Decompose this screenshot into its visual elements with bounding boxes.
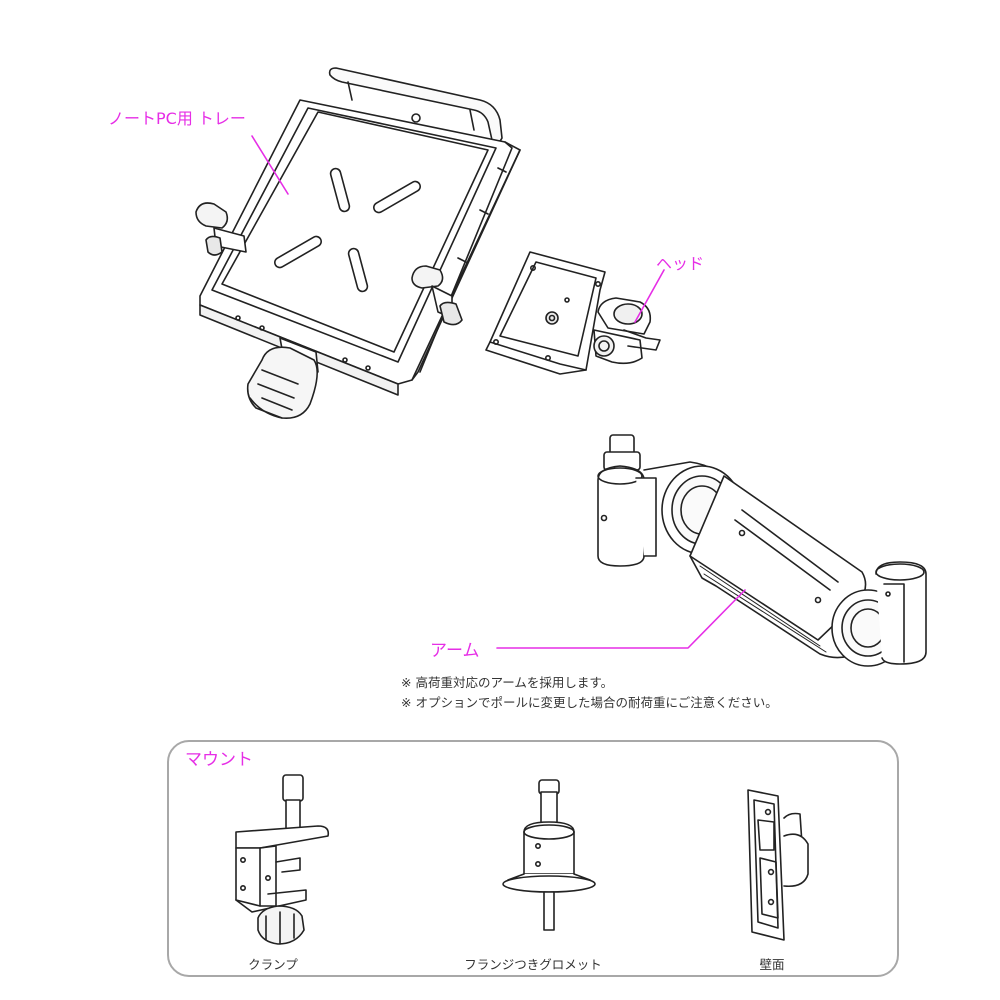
mount-wall-label: 壁面 (759, 957, 785, 972)
mount-clamp-label: クランプ (248, 957, 298, 972)
note-heavy-load-arm: ※ 高荷重対応のアームを採用します。 (401, 675, 614, 690)
laptop-tray-illustration (195, 67, 521, 420)
note-pole-load-caution: ※ オプションでポールに変更した場合の耐荷重にご注意ください。 (401, 695, 778, 710)
mount-grommet-label: フランジつきグロメット (464, 957, 602, 972)
arm-label: アーム (430, 641, 480, 661)
mount-options-panel (167, 740, 899, 977)
arm-illustration (496, 434, 927, 667)
head-label: ヘッド (656, 254, 705, 273)
wall-mount-illustration (747, 789, 809, 941)
clamp-illustration (235, 774, 330, 945)
tray-callout-line (251, 135, 289, 195)
head-illustration (485, 251, 665, 375)
grommet-illustration (502, 779, 596, 931)
mount-title: マウント (185, 750, 253, 770)
tray-label: ノートPC用 トレー (108, 109, 246, 128)
